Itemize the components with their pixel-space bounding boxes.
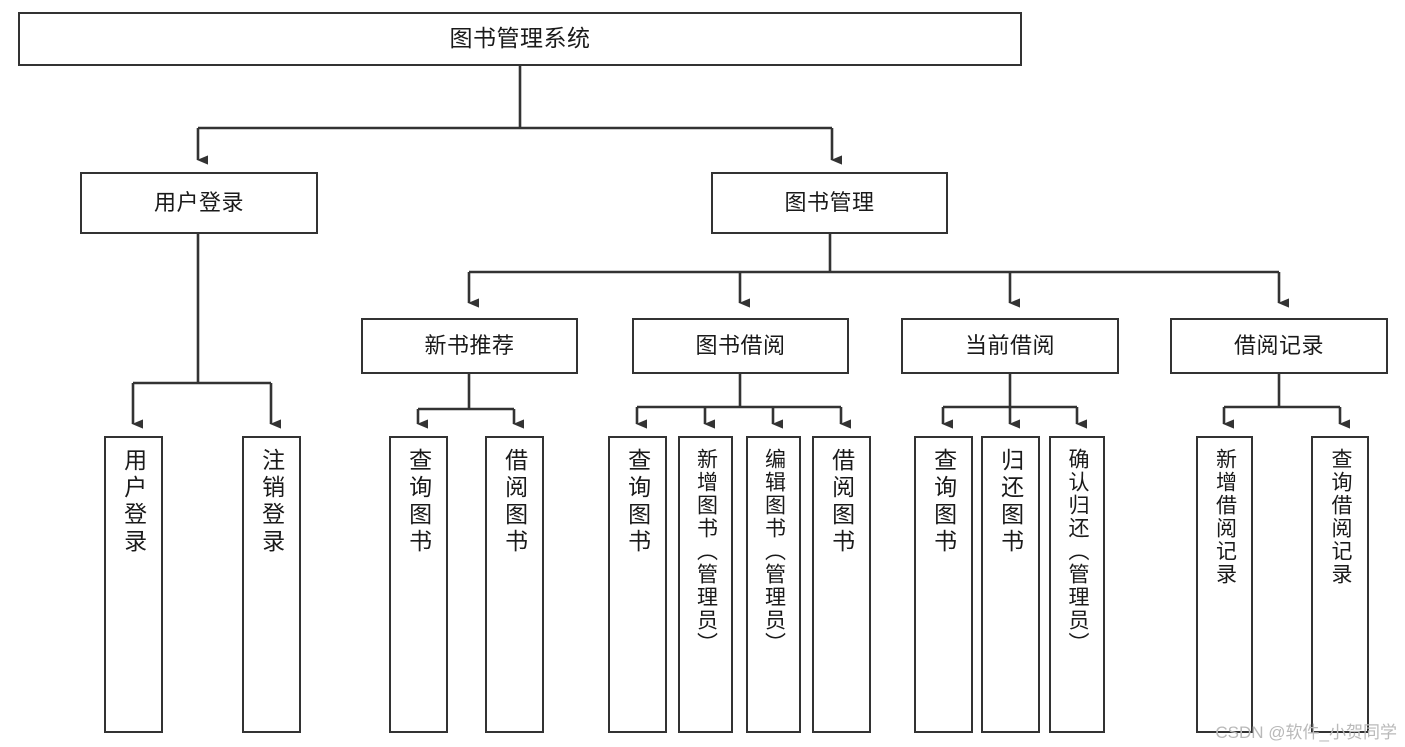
node-label: 查询图书 xyxy=(624,448,651,556)
leaf-record-query-record[interactable]: 查询借阅记录 xyxy=(1311,436,1369,733)
leaf-record-add-record[interactable]: 新增借阅记录 xyxy=(1196,436,1253,733)
node-user-login[interactable]: 用户登录 xyxy=(80,172,318,234)
node-label: 新增借阅记录 xyxy=(1213,448,1237,586)
node-label: 借阅图书 xyxy=(501,448,528,556)
node-label: 图书借阅 xyxy=(695,333,786,359)
node-book-borrow[interactable]: 图书借阅 xyxy=(632,318,849,374)
leaf-current-query-book[interactable]: 查询图书 xyxy=(914,436,973,733)
node-label: 注销登录 xyxy=(258,448,285,556)
node-label: 用户登录 xyxy=(120,448,147,556)
leaf-user-login-logout[interactable]: 注销登录 xyxy=(242,436,301,733)
node-label: 借阅图书 xyxy=(828,448,855,556)
node-book-management[interactable]: 图书管理 xyxy=(711,172,948,234)
leaf-new-book-borrow[interactable]: 借阅图书 xyxy=(485,436,544,733)
leaf-user-login-login[interactable]: 用户登录 xyxy=(104,436,163,733)
node-label: 编辑图书（管理员） xyxy=(762,448,786,655)
leaf-current-confirm-return-admin[interactable]: 确认归还（管理员） xyxy=(1049,436,1105,733)
csdn-watermark: CSDN @软件_小贺同学 xyxy=(1215,723,1397,742)
node-label: 用户登录 xyxy=(153,190,244,216)
leaf-current-return-book[interactable]: 归还图书 xyxy=(981,436,1040,733)
node-label: 当前借阅 xyxy=(964,333,1055,359)
node-label: 新增图书（管理员） xyxy=(694,448,718,655)
node-current-borrow[interactable]: 当前借阅 xyxy=(901,318,1119,374)
leaf-borrow-edit-book-admin[interactable]: 编辑图书（管理员） xyxy=(746,436,801,733)
node-borrow-record[interactable]: 借阅记录 xyxy=(1170,318,1388,374)
node-new-book-recommend[interactable]: 新书推荐 xyxy=(361,318,578,374)
node-label: 图书管理 xyxy=(784,190,875,216)
node-label: 查询图书 xyxy=(930,448,957,556)
node-label: 查询图书 xyxy=(405,448,432,556)
leaf-new-book-query[interactable]: 查询图书 xyxy=(389,436,448,733)
node-label: 归还图书 xyxy=(997,448,1024,556)
node-label: 确认归还（管理员） xyxy=(1066,448,1090,655)
node-label: 图书管理系统 xyxy=(449,25,591,52)
node-label: 新书推荐 xyxy=(424,333,515,359)
leaf-borrow-borrow-book[interactable]: 借阅图书 xyxy=(812,436,871,733)
leaf-borrow-add-book-admin[interactable]: 新增图书（管理员） xyxy=(678,436,733,733)
node-root-system[interactable]: 图书管理系统 xyxy=(18,12,1022,66)
node-label: 借阅记录 xyxy=(1233,333,1324,359)
node-label: 查询借阅记录 xyxy=(1329,448,1353,586)
leaf-borrow-query-book[interactable]: 查询图书 xyxy=(608,436,667,733)
